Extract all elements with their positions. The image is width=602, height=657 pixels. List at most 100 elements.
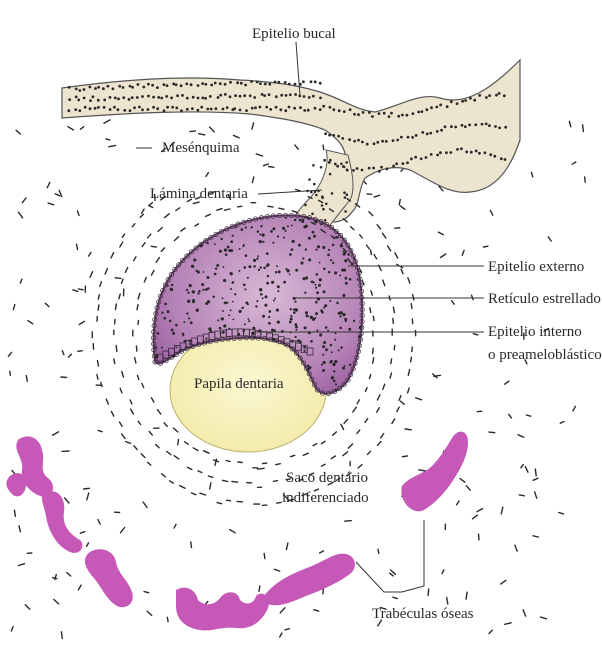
reticulum-cell [187,292,189,294]
mesenchyme-cell [104,120,110,123]
epithelium-nucleus [284,109,287,112]
reticulum-cell [305,248,307,250]
mesenchyme-cell [68,354,71,357]
reticulum-cell [262,315,265,318]
reticulum-cell [274,297,276,299]
epithelium-nucleus [215,107,218,110]
reticulum-cell [170,288,173,291]
reticulum-cell [234,293,236,295]
epithelium-nucleus [352,169,355,172]
mesenchyme-cell [560,422,564,424]
reticulum-cell [260,266,262,268]
reticulum-cell [232,281,235,284]
epithelium-nucleus [78,89,81,92]
epithelium-nucleus [128,98,131,101]
dental-sac-cell [383,233,386,238]
mesenchyme-cell [466,592,467,599]
epithelium-nucleus [312,95,315,98]
lamina-nucleus [312,164,315,167]
epithelium-nucleus [160,97,163,100]
mesenchyme-cell [484,246,488,247]
reticulum-cell [306,315,309,318]
reticulum-cell [254,337,256,339]
mesenchyme-cell [521,465,523,468]
reticulum-cell [333,370,335,372]
reticulum-cell [332,262,334,264]
reticulum-cell [263,267,266,270]
reticulum-cell [334,360,337,363]
mesenchyme-cell [295,145,299,149]
epithelium-nucleus [224,83,227,86]
reticulum-cell [272,338,275,341]
mesenchyme-cell [434,375,441,376]
reticulum-cell [338,312,341,315]
reticulum-cell [230,288,232,290]
mesenchyme-cell [258,468,265,469]
epithelium-nucleus [275,106,278,109]
epithelium-nucleus [395,162,398,165]
mesenchyme-cell [447,598,448,605]
mesenchyme-cell [585,177,586,182]
reticulum-cell [201,283,204,286]
epithelium-nucleus [319,82,322,85]
dental-sac-cell [353,407,357,412]
reticulum-cell [243,329,246,332]
epithelium-nucleus [152,96,155,99]
reticulum-cell [285,268,287,270]
reticulum-cell [225,253,228,256]
dental-sac-cell [148,462,151,465]
dental-sac-cell [225,209,230,210]
epithelium-nucleus [439,104,442,107]
dental-sac-cell [390,373,391,378]
reticulum-cell [303,346,306,349]
dental-sac-cell [371,291,372,295]
mesenchyme-cell [314,610,319,611]
reticulum-cell [232,235,234,237]
epithelium-nucleus [236,81,239,84]
mesenchyme-cell [320,551,324,553]
dental-sac-cell [397,407,399,412]
reticulum-cell [290,308,292,310]
reticulum-cell [189,343,191,345]
reticulum-cell [235,226,237,228]
reticulum-cell [312,231,315,234]
epithelium-nucleus [469,97,472,100]
epithelium-nucleus [129,85,132,88]
epithelium-nucleus [460,147,463,150]
reticulum-cell [347,253,350,256]
mesenchyme-cell [403,456,408,457]
reticulum-cell [295,269,298,272]
epithelium-nucleus [343,110,346,113]
reticulum-cell [244,266,247,269]
mesenchyme-cell [252,123,254,129]
reticulum-cell [315,312,318,315]
reticulum-cell [291,340,294,343]
reticulum-cell [315,248,317,250]
reticulum-cell [214,273,217,276]
reticulum-cell [344,277,347,280]
epithelium-nucleus [417,111,420,114]
epithelium-nucleus [449,151,452,154]
dental-sac-cell [156,445,159,448]
lamina-nucleus [345,161,348,164]
dental-sac-cell [377,408,380,412]
epithelium-nucleus [141,95,144,98]
epithelium-nucleus [310,80,313,83]
mesenchyme-cell [143,502,147,508]
reticulum-cell [260,225,262,227]
mesenchyme-cell [78,351,83,352]
dental-sac-cell [122,279,124,283]
epithelium-nucleus [401,114,404,117]
mesenchyme-cell [206,173,209,177]
label-saco-dentario-line2: indiferenciado [282,490,369,506]
reticulum-cell [241,307,243,309]
mesenchyme-cell [13,305,14,310]
mesenchyme-cell [341,424,344,429]
dental-sac-cell [303,453,308,455]
reticulum-cell [307,365,310,368]
dental-sac-cell [122,371,124,377]
reticulum-cell [268,310,271,313]
epithelium-nucleus [357,113,360,116]
dental-sac-cell [222,480,227,481]
mesenchyme-cell [178,439,179,444]
